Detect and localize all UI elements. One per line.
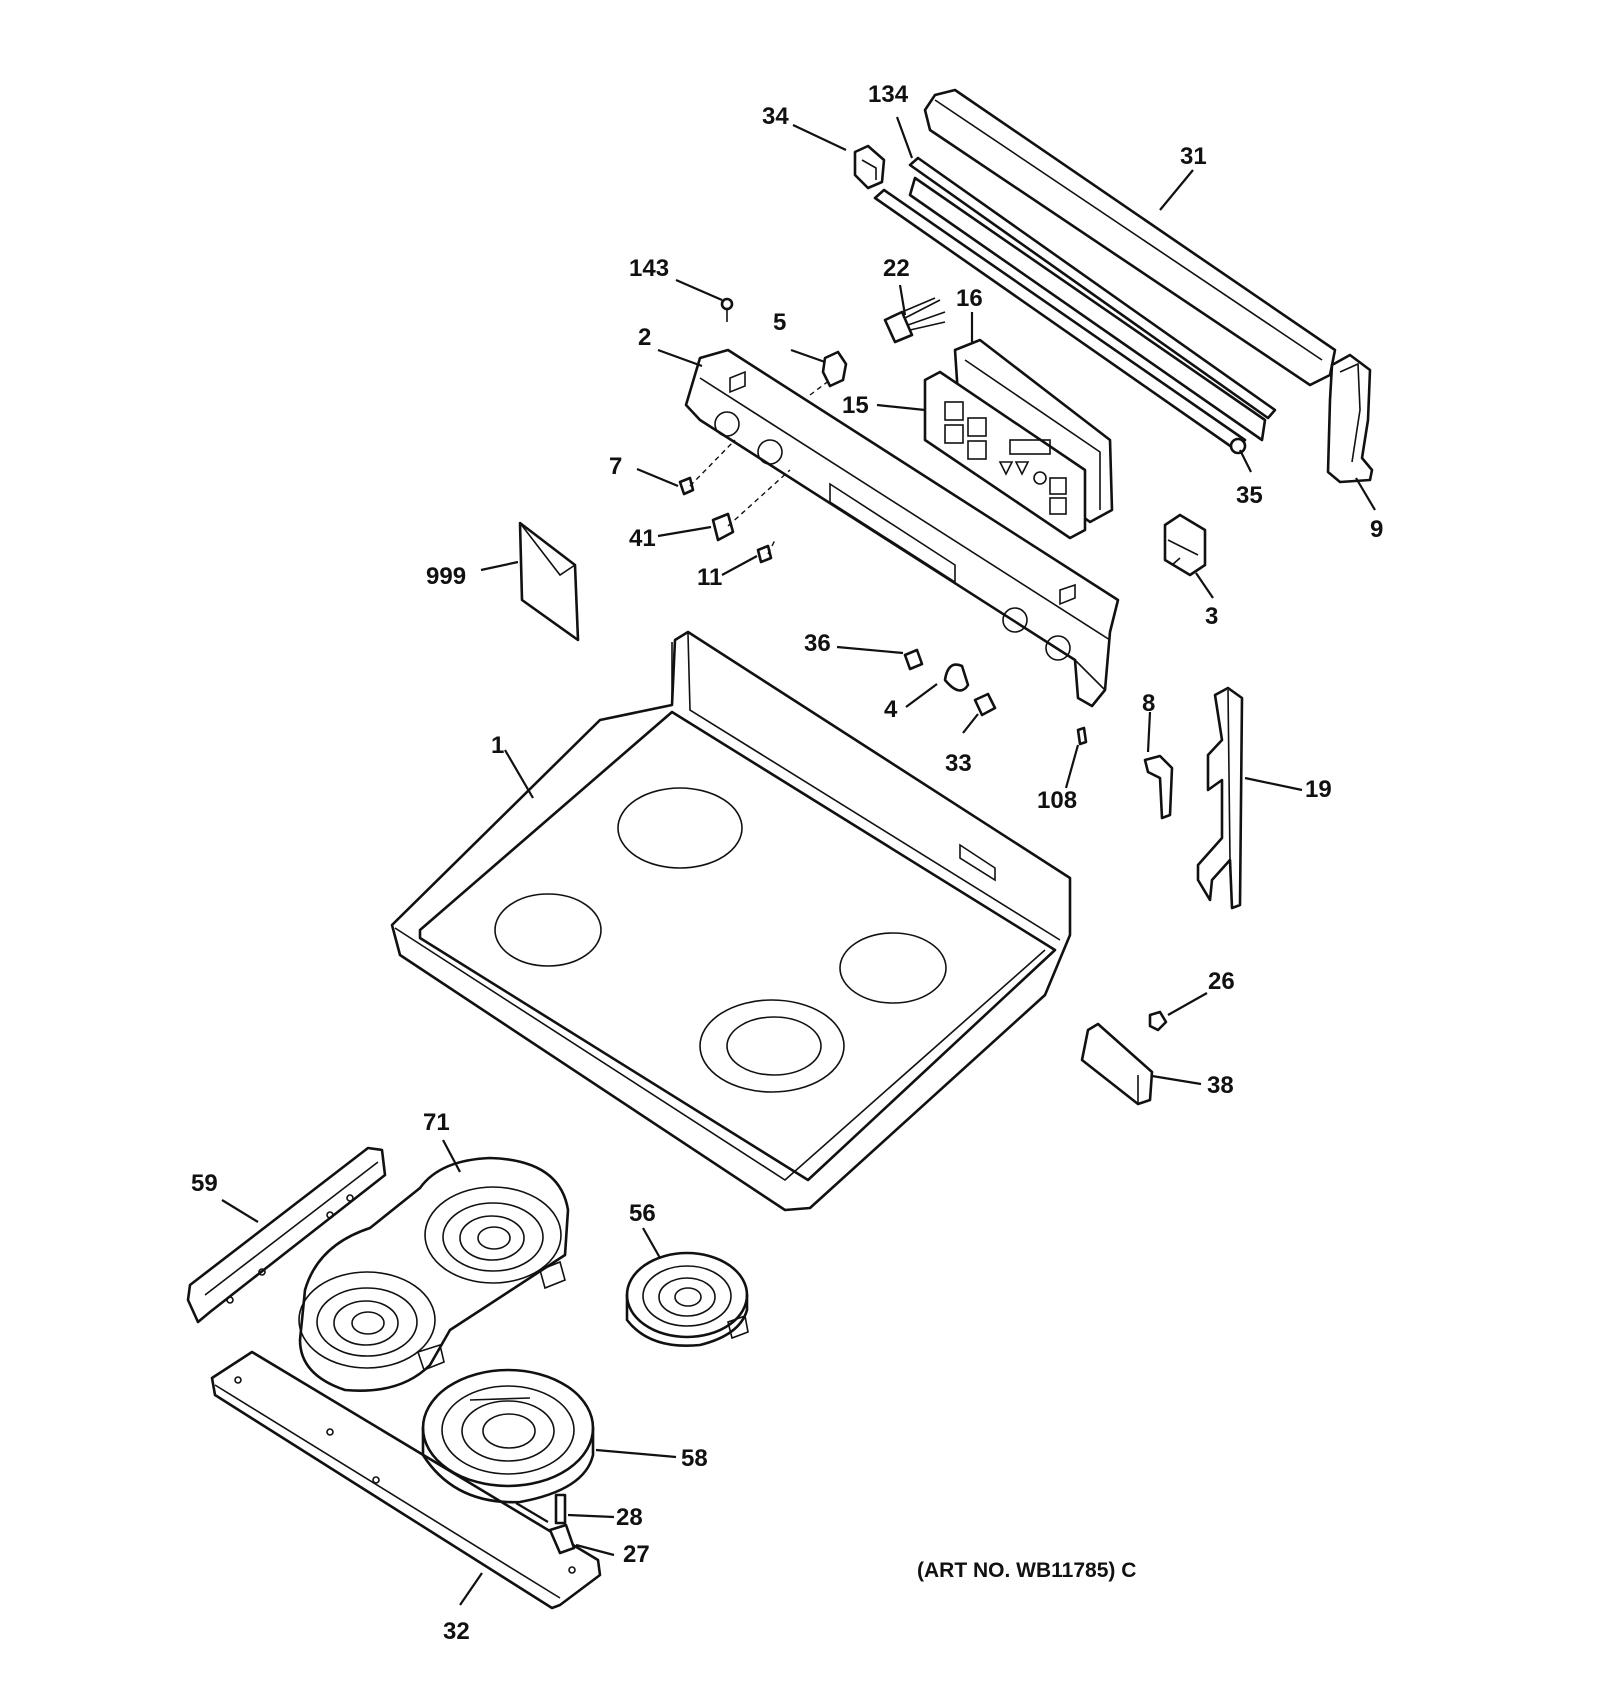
callout-38: 38 [1207, 1072, 1234, 1099]
literature-envelope-part-999 [518, 521, 580, 642]
trim-strip-part-134 [908, 156, 1277, 442]
callout-26: 26 [1208, 968, 1235, 995]
screw-part-28 [554, 1493, 567, 1525]
cooktop-part-1 [390, 630, 1072, 1212]
callout-41: 41 [629, 525, 656, 552]
callout-34: 34 [762, 103, 789, 130]
lamp-tube-part-35 [873, 188, 1247, 455]
switch-part-41 [711, 512, 735, 542]
callout-71: 71 [423, 1109, 450, 1136]
knob-part-4 [943, 663, 970, 692]
lamp-holder-part-34 [853, 144, 886, 190]
leader-lines [221, 116, 1376, 1606]
callout-32: 32 [443, 1618, 470, 1645]
side-bracket-part-19 [1196, 686, 1244, 910]
art-number: (ART NO. WB11785) C [917, 1559, 1136, 1582]
surface-unit-part-58 [421, 1368, 595, 1504]
callout-16: 16 [956, 285, 983, 312]
callout-1: 1 [491, 732, 504, 759]
knob-stem-part-7 [678, 476, 695, 496]
clip-part-5 [821, 350, 848, 388]
screw-part-108 [1076, 726, 1088, 746]
clip-part-36 [903, 648, 924, 671]
callout-2: 2 [638, 324, 651, 351]
callout-7: 7 [609, 453, 622, 480]
callout-134: 134 [868, 81, 909, 108]
screw-part-143 [720, 297, 734, 322]
callout-108: 108 [1037, 787, 1077, 814]
clip-part-33 [973, 692, 997, 717]
callout-33: 33 [945, 750, 972, 777]
callout-143: 143 [629, 255, 669, 282]
bracket-part-59 [186, 1146, 387, 1324]
knob-part-26 [1148, 1010, 1168, 1032]
callout-59: 59 [191, 1170, 218, 1197]
burner-pan-assembly-part-71 [298, 1156, 570, 1392]
switch-part-3 [1163, 513, 1207, 577]
bracket-part-32 [210, 1350, 602, 1610]
callout-3: 3 [1205, 603, 1218, 630]
callout-22: 22 [883, 255, 910, 282]
callout-11: 11 [697, 564, 722, 591]
cover-part-38 [1080, 1022, 1154, 1106]
callout-28: 28 [616, 1504, 643, 1531]
callout-5: 5 [773, 309, 786, 336]
end-trim-part-31 [923, 88, 1337, 387]
callout-9: 9 [1370, 516, 1383, 543]
callout-999: 999 [426, 563, 466, 590]
callout-58: 58 [681, 1445, 708, 1472]
callout-4: 4 [884, 696, 898, 723]
callout-35: 35 [1236, 482, 1263, 509]
wire-harness-part-22 [883, 297, 946, 344]
terminal-block-part-27 [548, 1523, 576, 1555]
callout-31: 31 [1180, 143, 1207, 170]
callout-labels: 34 134 31 143 22 16 5 2 15 7 35 9 41 11 … [191, 81, 1383, 1645]
callout-19: 19 [1305, 776, 1332, 803]
bracket-part-8 [1143, 754, 1174, 820]
callout-15: 15 [842, 392, 869, 419]
callout-27: 27 [623, 1541, 650, 1568]
callout-36: 36 [804, 630, 831, 657]
control-overlay-part-15 [923, 370, 1087, 540]
side-trim-part-9 [1326, 353, 1374, 484]
backsplash-panel-part-2 [684, 348, 1120, 708]
surface-unit-part-56 [625, 1251, 749, 1347]
button-part-11 [756, 544, 773, 564]
callout-56: 56 [629, 1200, 656, 1227]
callout-8: 8 [1142, 690, 1155, 717]
